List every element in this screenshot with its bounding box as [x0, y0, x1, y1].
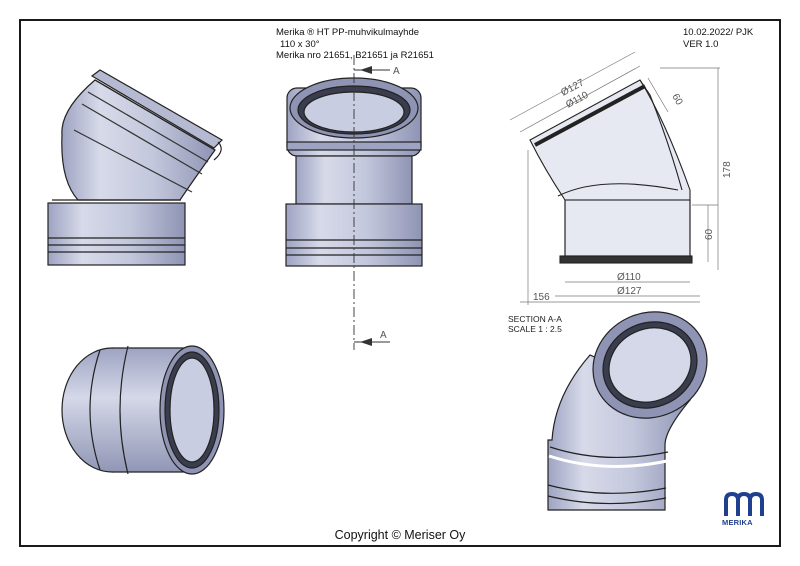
product-numbers: Merika nro 21651, B21651 ja R21651 — [276, 50, 434, 61]
title-block: Merika ® HT PP-muhvikulmayhde 110 x 30° … — [276, 27, 434, 62]
copyright-notice: Copyright © Meriser Oy — [334, 528, 466, 542]
logo-wordmark: MERIKA — [722, 518, 753, 527]
merika-logo — [724, 491, 764, 516]
drawing-frame — [19, 19, 781, 547]
section-dimension-lines — [509, 51, 720, 305]
section-marker-top: A — [393, 66, 400, 77]
elbow-front-view — [285, 55, 423, 350]
dim-width: 156 — [533, 292, 550, 303]
dim-inner-bottom: Ø110 — [617, 272, 641, 283]
product-title: Merika ® HT PP-muhvikulmayhde — [276, 27, 420, 38]
section-label: SECTION A-A SCALE 1 : 2.5 — [508, 314, 562, 334]
section-name: SECTION A-A — [508, 314, 562, 324]
product-size: 110 x 30° — [280, 38, 320, 50]
elbow-side-view — [47, 69, 223, 266]
revision-version: VER 1.0 — [683, 38, 719, 50]
elbow-section-view — [529, 79, 693, 264]
dim-outer-bottom: Ø127 — [617, 286, 642, 297]
revision-date: 10.02.2022/ PJK — [683, 27, 754, 38]
elbow-isometric-view — [547, 311, 708, 511]
dim-socket-bottom: 60 — [704, 228, 715, 240]
section-scale: SCALE 1 : 2.5 — [508, 324, 562, 334]
dim-height: 178 — [722, 161, 733, 178]
revision-block: 10.02.2022/ PJK VER 1.0 — [683, 27, 753, 50]
section-marker-bottom: A — [380, 330, 387, 341]
elbow-end-view — [61, 345, 225, 475]
dim-socket-top: 60 — [669, 92, 684, 108]
